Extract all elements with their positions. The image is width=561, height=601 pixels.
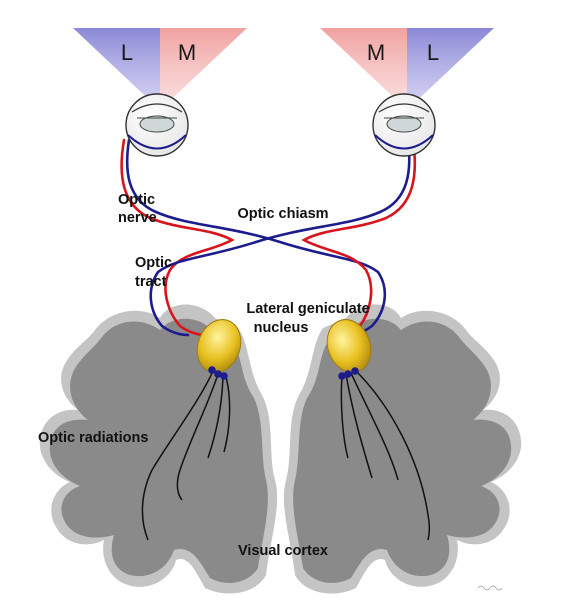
field-label-M-right: M bbox=[367, 40, 385, 65]
radiation-right-4 bbox=[355, 370, 431, 541]
pathway-blue-left bbox=[125, 138, 387, 337]
field-M-right bbox=[320, 28, 407, 110]
left-hemisphere-surface bbox=[49, 318, 268, 584]
radiation-right-3 bbox=[350, 372, 399, 481]
right-eye-retina bbox=[374, 134, 434, 150]
field-L-left bbox=[73, 28, 160, 110]
label-lgn-line2: nucleus bbox=[254, 320, 309, 336]
right-eye-lens bbox=[386, 115, 422, 133]
pathway-red-left bbox=[120, 138, 235, 337]
label-optic-tract-line2: tract bbox=[135, 274, 167, 290]
label-lgn-line1: Lateral geniculate bbox=[246, 301, 369, 317]
radiation-right-2 bbox=[345, 373, 373, 479]
left-eye-lens bbox=[139, 115, 175, 133]
radiation-left-3 bbox=[207, 375, 224, 459]
lgn-left-dot-3 bbox=[220, 372, 228, 380]
label-optic-radiations: Optic radiations bbox=[38, 430, 148, 446]
label-optic-chiasm: Optic chiasm bbox=[237, 206, 328, 222]
lgn-dots bbox=[208, 366, 359, 380]
optic-radiations-left bbox=[141, 370, 231, 541]
left-eye-retina bbox=[127, 134, 187, 150]
lgn-left-dot-2 bbox=[214, 370, 222, 378]
labels: Optic nerve Optic chiasm Optic tract Lat… bbox=[38, 192, 370, 559]
right-eye-cornea bbox=[378, 103, 430, 113]
pathway-blue-right bbox=[149, 138, 411, 337]
lgn-left-dot-1 bbox=[208, 366, 216, 374]
radiation-left-1 bbox=[141, 370, 214, 541]
label-visual-cortex: Visual cortex bbox=[238, 543, 328, 559]
right-eye bbox=[372, 93, 436, 157]
field-label-L-left: L bbox=[121, 40, 133, 65]
radiation-left-2 bbox=[176, 373, 219, 501]
field-label-M-left: M bbox=[178, 40, 196, 65]
radiation-right-1 bbox=[340, 375, 349, 459]
left-eye bbox=[125, 93, 189, 157]
label-optic-tract-line1: Optic bbox=[135, 255, 172, 271]
left-eye-cornea bbox=[131, 103, 183, 113]
artist-signature bbox=[477, 585, 503, 591]
field-label-L-right: L bbox=[427, 40, 439, 65]
visual-field-right-eye: M L bbox=[320, 28, 494, 110]
label-optic-nerve-line2: nerve bbox=[118, 210, 157, 226]
label-optic-nerve-line1: Optic bbox=[118, 192, 155, 208]
lgn-right-dot-2 bbox=[344, 370, 352, 378]
field-L-right bbox=[407, 28, 494, 110]
visual-field-left-eye: L M bbox=[73, 28, 247, 110]
optic-radiations-right bbox=[340, 370, 431, 541]
field-M-left bbox=[160, 28, 247, 110]
lgn-right-dot-3 bbox=[351, 367, 359, 375]
radiation-left-4 bbox=[223, 376, 231, 453]
lgn-right-dot-1 bbox=[338, 372, 346, 380]
